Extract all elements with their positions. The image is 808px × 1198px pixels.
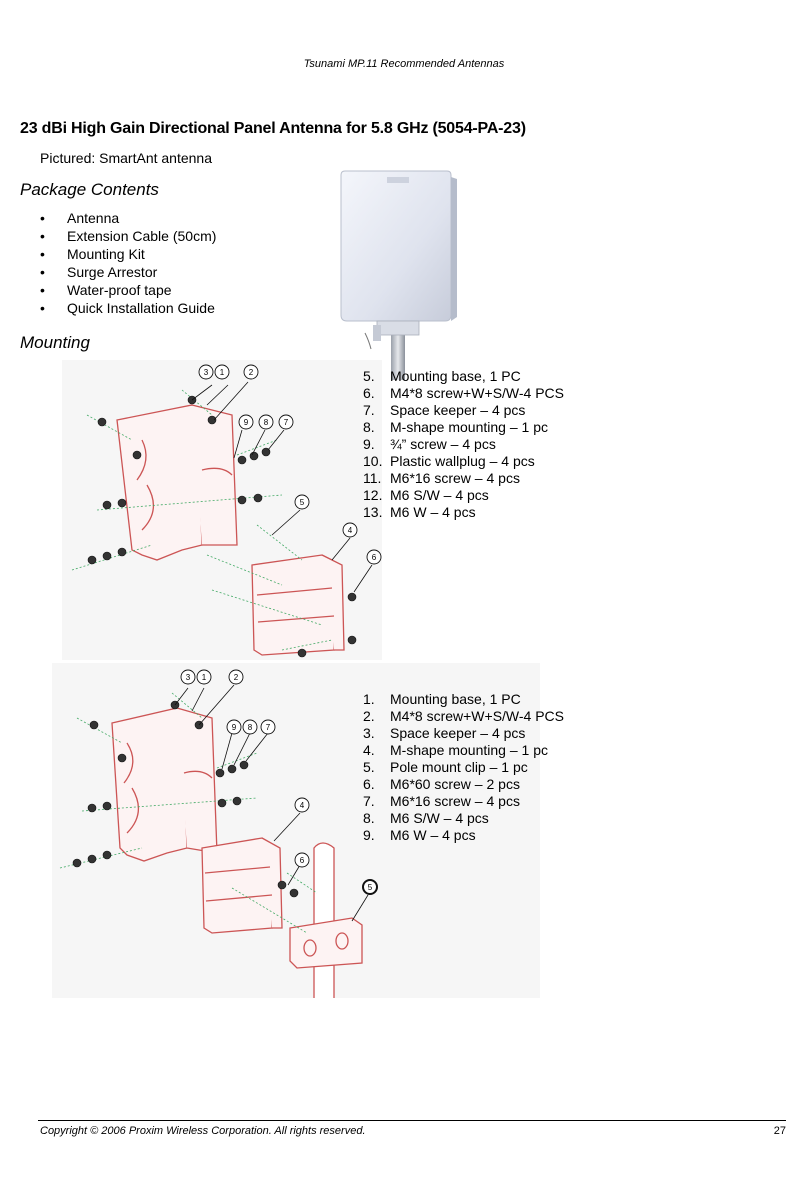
callout-label: 9 <box>244 418 249 427</box>
callout-label: 8 <box>248 723 253 732</box>
list-item: 6.M6*60 screw – 2 pcs <box>363 776 520 792</box>
list-item: 7.Space keeper – 4 pcs <box>363 402 526 418</box>
pole-mount-diagram: 3 1 2 9 8 7 4 6 5 <box>52 663 540 998</box>
list-item: 9.M6 W – 4 pcs <box>363 827 476 843</box>
page-footer: Copyright © 2006 Proxim Wireless Corpora… <box>40 1125 786 1137</box>
list-item: 1.Mounting base, 1 PC <box>363 691 521 707</box>
list-item: 9.¾” screw – 4 pcs <box>363 436 496 452</box>
pole-mount-parts-list: 1.Mounting base, 1 PC 2.M4*8 screw+W+S/W… <box>363 691 564 844</box>
wall-mount-parts-list: 5.Mounting base, 1 PC 6.M4*8 screw+W+S/W… <box>363 368 564 521</box>
list-item: 10.Plastic wallplug – 4 pcs <box>363 453 535 469</box>
section-title: 23 dBi High Gain Directional Panel Anten… <box>20 120 526 137</box>
callout-label: 9 <box>232 723 237 732</box>
list-item: 5.Pole mount clip – 1 pc <box>363 759 528 775</box>
list-item: 5.Mounting base, 1 PC <box>363 368 521 384</box>
list-item: 3.Space keeper – 4 pcs <box>363 725 526 741</box>
wall-mount-diagram: 3 1 2 9 8 7 5 4 6 <box>62 360 382 660</box>
footer-divider <box>38 1120 786 1121</box>
antenna-photo <box>340 170 457 380</box>
callout-label: 4 <box>348 526 353 535</box>
list-item: 7.M6*16 screw – 4 pcs <box>363 793 520 809</box>
list-item: 2.M4*8 screw+W+S/W-4 PCS <box>363 708 565 724</box>
list-item: 6.M4*8 screw+W+S/W-4 PCS <box>363 385 565 401</box>
list-item: Quick Installation Guide <box>40 299 216 317</box>
list-item: Extension Cable (50cm) <box>40 227 216 245</box>
callout-label: 2 <box>234 673 239 682</box>
callout-label: 6 <box>300 856 305 865</box>
list-item: Surge Arrestor <box>40 263 216 281</box>
package-contents-list: Antenna Extension Cable (50cm) Mounting … <box>40 209 216 317</box>
callout-label: 6 <box>372 553 377 562</box>
pictured-caption: Pictured: SmartAnt antenna <box>40 150 212 166</box>
callout-label: 3 <box>186 673 191 682</box>
callout-label: 5 <box>300 498 305 507</box>
callout-label: 2 <box>249 368 254 377</box>
list-item: 12.M6 S/W – 4 pcs <box>363 487 489 503</box>
list-item: 13.M6 W – 4 pcs <box>363 504 476 520</box>
mounting-heading: Mounting <box>20 333 90 352</box>
callout-label: 5 <box>368 883 373 892</box>
callout-label: 7 <box>284 418 289 427</box>
callout-label: 7 <box>266 723 271 732</box>
list-item: 8.M-shape mounting – 1 pc <box>363 419 548 435</box>
callout-label: 1 <box>220 368 225 377</box>
list-item: Antenna <box>40 209 216 227</box>
callout-label: 1 <box>202 673 207 682</box>
copyright-text: Copyright © 2006 Proxim Wireless Corpora… <box>40 1125 366 1137</box>
list-item: Mounting Kit <box>40 245 216 263</box>
list-item: 11.M6*16 screw – 4 pcs <box>363 470 520 486</box>
page-number: 27 <box>773 1125 786 1137</box>
callout-label: 3 <box>204 368 209 377</box>
callout-label: 4 <box>300 801 305 810</box>
list-item: 8.M6 S/W – 4 pcs <box>363 810 489 826</box>
list-item: Water-proof tape <box>40 281 216 299</box>
list-item: 4.M-shape mounting – 1 pc <box>363 742 548 758</box>
package-contents-heading: Package Contents <box>20 180 159 199</box>
callout-label: 8 <box>264 418 269 427</box>
running-header: Tsunami MP.11 Recommended Antennas <box>303 58 505 70</box>
